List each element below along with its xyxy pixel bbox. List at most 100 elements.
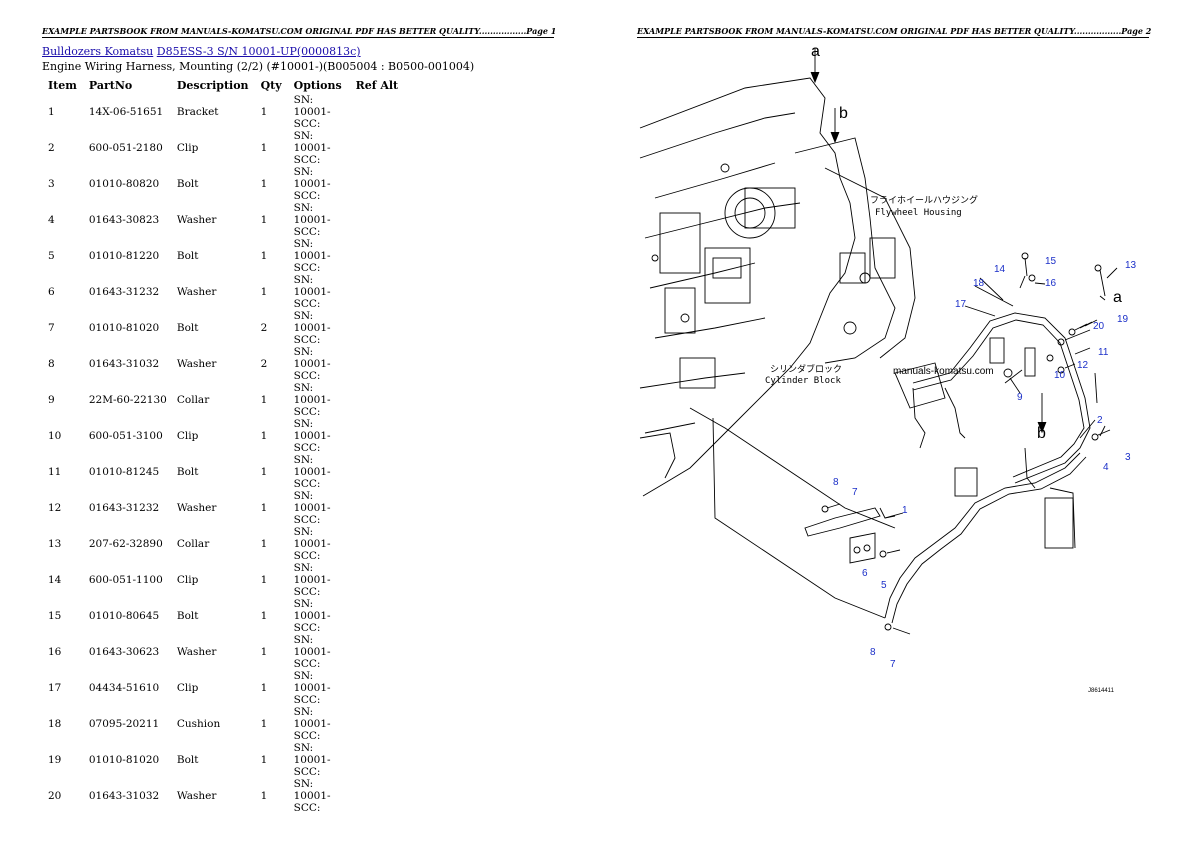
row-options: SN: 10001-SCC: [288,526,350,562]
row-partno: 600-051-2180 [88,142,163,154]
row-item: 12 [48,502,62,514]
row-description: Clip [176,682,199,694]
callout-19: 19 [1117,314,1129,325]
row-options-sn: SN: 10001- [293,778,331,802]
row-ref-alt [350,778,405,814]
callout-6: 6 [862,568,868,579]
row-item: 16 [48,646,62,658]
callout-15: 15 [1045,256,1057,267]
row-options-sn: SN: 10001- [293,670,331,694]
row-qty: 1 [260,682,268,694]
row-description: Bolt [176,754,199,766]
row-options-sn: SN: 10001- [293,634,331,658]
row-ref-alt [350,130,405,166]
callout-2: 2 [1097,415,1103,426]
row-options-sn: SN: 10001- [293,382,331,406]
row-partno: 600-051-3100 [88,430,163,442]
row-options: SN: 10001-SCC: [288,670,350,706]
row-partno: 01010-81020 [88,754,160,766]
page-1: EXAMPLE PARTSBOOK FROM MANUALS-KOMATSU.C… [42,26,557,814]
row-options-sn: SN: 10001- [293,454,331,478]
row-options-scc: SCC: [293,730,321,742]
row-item: 7 [48,322,55,334]
row-qty: 1 [260,286,268,298]
row-description: Bolt [176,466,199,478]
row-options: SN: 10001-SCC: [288,490,350,526]
row-item: 9 [48,394,55,406]
row-options: SN: 10001-SCC: [288,418,350,454]
breadcrumb-link-model[interactable]: D85ESS-3 S/N 10001-UP(0000813c) [156,45,361,58]
row-description: Clip [176,430,199,442]
header-description: Description [176,78,249,92]
row-qty: 1 [260,610,268,622]
row-description: Bolt [176,322,199,334]
row-options: SN: 10001-SCC: [288,130,350,166]
row-partno: 01010-81220 [88,250,160,262]
row-qty: 2 [260,358,268,370]
row-options-sn: SN: 10001- [293,238,331,262]
row-ref-alt [350,562,405,598]
row-options-scc: SCC: [293,658,321,670]
row-options: SN: 10001-SCC: [288,562,350,598]
row-options-scc: SCC: [293,334,321,346]
row-options-scc: SCC: [293,694,321,706]
breadcrumb: Bulldozers Komatsu D85ESS-3 S/N 10001-UP… [42,45,361,58]
row-options: SN: 10001-SCC: [288,202,350,238]
row-options-scc: SCC: [293,442,321,454]
row-options-scc: SCC: [293,262,321,274]
row-item: 10 [48,430,62,442]
row-partno: 01010-80820 [88,178,160,190]
row-item: 3 [48,178,55,190]
page-2: EXAMPLE PARTSBOOK FROM MANUALS-KOMATSU.C… [595,0,1190,842]
row-options: SN: 10001-SCC: [288,454,350,490]
callout-5: 5 [881,580,887,591]
row-options-sn: SN: 10001- [293,598,331,622]
page-subtitle: Engine Wiring Harness, Mounting (2/2) (#… [42,60,475,73]
row-qty: 1 [260,178,268,190]
row-partno: 07095-20211 [88,718,160,730]
row-description: Bolt [176,610,199,622]
row-description: Bracket [176,106,219,118]
row-item: 13 [48,538,62,550]
row-partno: 01010-81020 [88,322,160,334]
cylinder-block-jp-label: シリンダブロック [770,363,842,375]
row-item: 8 [48,358,55,370]
page-banner: EXAMPLE PARTSBOOK FROM MANUALS-KOMATSU.C… [42,26,557,38]
callout-14: 14 [994,264,1006,275]
row-partno: 01643-31232 [88,286,160,298]
row-description: Washer [176,358,217,370]
row-options: SN: 10001-SCC: [288,346,350,382]
row-qty: 1 [260,646,268,658]
breadcrumb-link-category[interactable]: Bulldozers Komatsu [42,45,154,58]
callout-16: 16 [1045,278,1057,289]
row-partno: 01643-30623 [88,646,160,658]
row-options-scc: SCC: [293,766,321,778]
row-qty: 1 [260,250,268,262]
row-partno: 01643-31032 [88,790,160,802]
row-item: 1 [48,106,55,118]
row-options-sn: SN: 10001- [293,490,331,514]
callout-7-lower: 7 [890,659,896,670]
callout-8-lower: 8 [870,647,876,658]
row-partno: 01010-80645 [88,610,160,622]
view-a-label-top: a [811,43,820,60]
row-options-scc: SCC: [293,190,321,202]
row-description: Washer [176,790,217,802]
row-partno: 01643-30823 [88,214,160,226]
row-item: 15 [48,610,62,622]
row-options-sn: SN: 10001- [293,706,331,730]
row-options-scc: SCC: [293,118,321,130]
row-ref-alt [350,274,405,310]
row-ref-alt [350,634,405,670]
header-ref-alt: Ref Alt [355,78,399,92]
row-item: 19 [48,754,62,766]
row-item: 20 [48,790,62,802]
row-ref-alt [350,310,405,346]
row-qty: 1 [260,502,268,514]
